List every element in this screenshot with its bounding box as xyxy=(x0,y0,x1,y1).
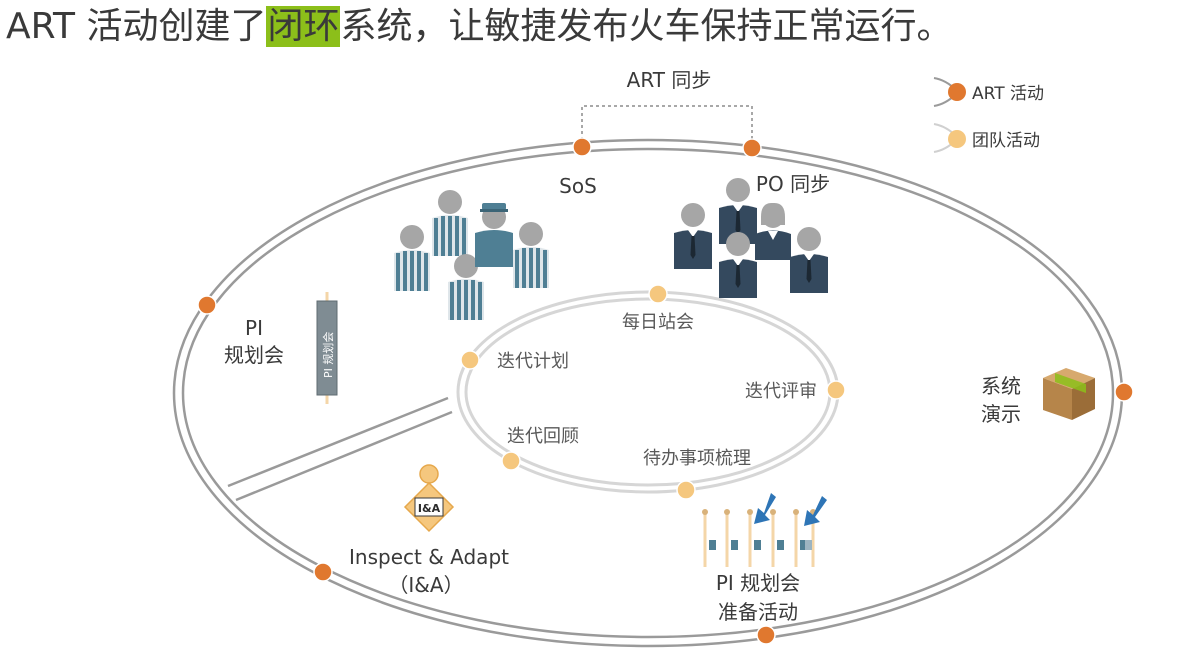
label-pi-planning-2: 规划会 xyxy=(224,343,284,367)
legend-team-dot xyxy=(948,130,966,148)
team-dot-iteration-planning xyxy=(460,350,480,370)
person-icon xyxy=(674,203,712,269)
title-highlight: 闭环 xyxy=(266,6,341,47)
outer-ring-inner-line xyxy=(181,147,1115,639)
po-people-group xyxy=(674,178,828,298)
pi-planning-tag-text: PI 规划会 xyxy=(321,332,335,378)
art-sync-label: ART 同步 xyxy=(627,68,712,92)
person-icon xyxy=(432,190,468,256)
legend-team-label: 团队活动 xyxy=(972,131,1040,151)
legend: ART 活动 团队活动 xyxy=(933,77,1044,153)
label-daily-standup: 每日站会 xyxy=(622,312,694,333)
pin-icon xyxy=(770,509,784,567)
pin-icon xyxy=(702,509,716,567)
art-dot-inspect-adapt xyxy=(313,562,333,582)
pin-icon xyxy=(793,509,807,567)
label-pi-prep-1: PI 规划会 xyxy=(716,571,800,595)
inspect-adapt-icon: I&A xyxy=(403,464,455,533)
label-system-demo-2: 演示 xyxy=(981,402,1021,426)
team-dot-backlog-refinement xyxy=(676,480,696,500)
label-sos: SoS xyxy=(559,174,597,198)
scrum-master-icon xyxy=(475,203,513,267)
person-icon xyxy=(513,222,549,288)
pi-planning-tag: PI 规划会 xyxy=(316,292,338,404)
pi-prep-icon xyxy=(702,493,827,567)
label-iteration-planning: 迭代计划 xyxy=(497,351,569,372)
pin-icon xyxy=(724,509,738,567)
pin-icon xyxy=(747,509,761,567)
legend-art-label: ART 活动 xyxy=(972,84,1044,104)
label-pi-planning-1: PI xyxy=(245,316,263,340)
art-dot-po-sync xyxy=(742,138,762,158)
down-arrow-icon xyxy=(804,496,827,526)
ia-badge-text: I&A xyxy=(418,502,441,515)
label-po-sync: PO 同步 xyxy=(756,172,830,196)
label-inspect-adapt-1: Inspect & Adapt xyxy=(349,545,509,569)
female-person-icon xyxy=(755,202,791,260)
art-dot-pi-planning xyxy=(197,295,217,315)
label-inspect-adapt-2: （I&A） xyxy=(388,573,463,597)
art-sync-bracket xyxy=(581,105,753,146)
slide-title: ART 活动创建了闭环系统，让敏捷发布火车保持正常运行。 xyxy=(6,2,953,52)
title-text-after: 系统，让敏捷发布火车保持正常运行。 xyxy=(340,6,953,47)
down-arrow-icon xyxy=(754,493,776,524)
art-dot-sos xyxy=(572,137,592,157)
person-icon xyxy=(790,227,828,293)
person-icon xyxy=(394,225,430,291)
label-system-demo-1: 系统 xyxy=(981,374,1021,398)
spoke-connector xyxy=(227,396,453,502)
team-dot-daily-standup xyxy=(648,284,668,304)
art-dot-system-demo xyxy=(1114,382,1134,402)
team-dot-iteration-review xyxy=(826,380,846,400)
team-dot-iteration-retro xyxy=(501,451,521,471)
package-box-icon xyxy=(1043,368,1095,420)
team-people-group xyxy=(394,190,549,320)
art-dot-pi-prep xyxy=(756,625,776,645)
label-pi-prep-2: 准备活动 xyxy=(718,600,798,624)
legend-art-dot xyxy=(948,83,966,101)
label-iteration-retro: 迭代回顾 xyxy=(507,426,579,447)
label-iteration-review: 迭代评审 xyxy=(745,381,817,402)
title-text-before: ART 活动创建了 xyxy=(6,6,267,47)
label-backlog-refinement: 待办事项梳理 xyxy=(643,448,751,469)
